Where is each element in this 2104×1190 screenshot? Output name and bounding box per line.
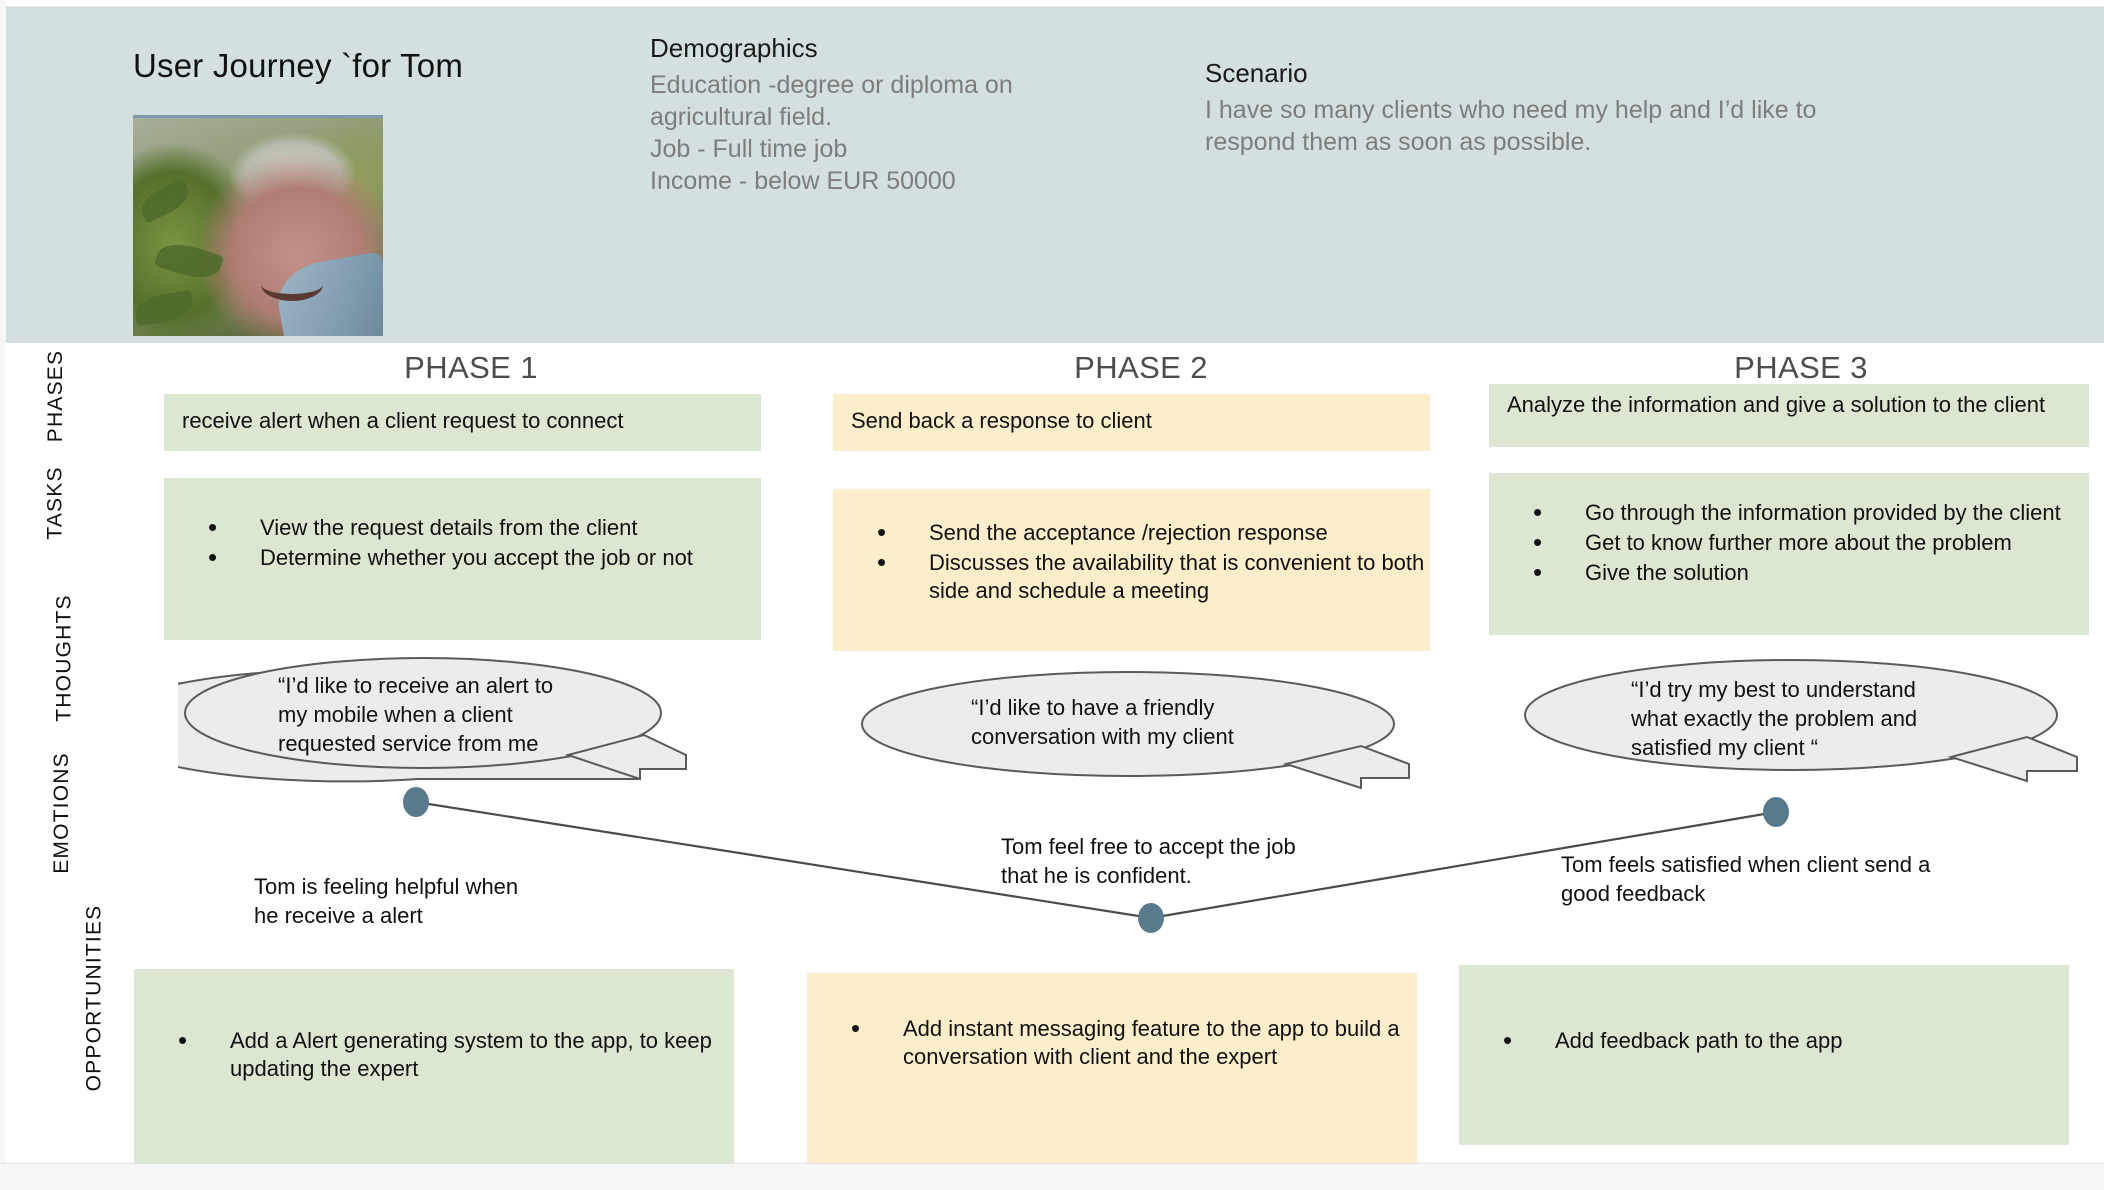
thought-bubble-2[interactable]: “I’d like to have a friendly conversatio… bbox=[856, 666, 1421, 789]
task-item: Determine whether you accept the job or … bbox=[164, 542, 761, 574]
tasks-list-1: View the request details from the client… bbox=[164, 512, 761, 574]
thought-line: “I’d try my best to understand bbox=[1631, 677, 1916, 702]
emotion-caption-line: that he is confident. bbox=[1001, 863, 1192, 889]
phase-title-1: PHASE 1 bbox=[404, 350, 538, 385]
emotion-point-phase-3 bbox=[1763, 797, 1789, 827]
task-item: Get to know further more about the probl… bbox=[1489, 527, 2089, 559]
demographics-line: Income - below EUR 50000 bbox=[650, 166, 956, 195]
demographics-heading: Demographics bbox=[650, 33, 818, 63]
persona-photo bbox=[133, 115, 383, 336]
thought-text-1: “I’d like to receive an alert to my mobi… bbox=[278, 671, 638, 758]
tasks-card-3[interactable]: Go through the information provided by t… bbox=[1489, 473, 2089, 635]
persona-header-band: User Journey `for Tom Demographics Educa… bbox=[0, 6, 2104, 344]
scenario-heading: Scenario bbox=[1205, 58, 1308, 88]
phase-summary-text-3: Analyze the information and give a solut… bbox=[1507, 392, 2046, 417]
thought-text-3: “I’d try my best to understand what exac… bbox=[1631, 675, 2021, 762]
emotion-curve bbox=[403, 787, 1789, 933]
thought-bubble-1[interactable]: “I’d like to receive an alert to my mobi… bbox=[178, 651, 698, 784]
opportunity-item: Add feedback path to the app bbox=[1459, 1025, 2069, 1057]
thought-line: requested service from me bbox=[278, 731, 539, 757]
smile-shape bbox=[261, 268, 323, 301]
emotion-caption-line: Tom feel free to accept the job bbox=[1001, 834, 1296, 859]
opportunity-item: Add a Alert generating system to the app… bbox=[134, 1025, 734, 1083]
thought-line: what exactly the problem and bbox=[1631, 706, 1918, 732]
opportunities-card-3[interactable]: Add feedback path to the app bbox=[1459, 965, 2069, 1145]
scenario-block: Scenario I have so many clients who need… bbox=[1205, 57, 1905, 158]
opportunities-list-2: Add instant messaging feature to the app… bbox=[807, 1013, 1417, 1071]
phase-summary-text-1: receive alert when a client request to c… bbox=[182, 408, 624, 433]
demographics-line: Job - Full time job bbox=[650, 134, 848, 163]
thought-bubble-3[interactable]: “I’d try my best to understand what exac… bbox=[1519, 653, 2089, 786]
opportunities-list-3: Add feedback path to the app bbox=[1459, 1025, 2069, 1057]
thought-line: my mobile when a client bbox=[278, 702, 513, 728]
emotion-caption-line: good feedback bbox=[1561, 881, 1706, 907]
thought-line: “I’d like to have a friendly bbox=[971, 695, 1215, 720]
opportunities-card-2[interactable]: Add instant messaging feature to the app… bbox=[807, 973, 1417, 1171]
tasks-card-1[interactable]: View the request details from the client… bbox=[164, 478, 761, 640]
thought-bubble-shape bbox=[178, 657, 687, 783]
emotion-caption-line: he receive a alert bbox=[254, 903, 423, 929]
phase-title-3: PHASE 3 bbox=[1734, 350, 1868, 385]
opportunities-list-1: Add a Alert generating system to the app… bbox=[134, 1025, 734, 1083]
thought-line: satisfied my client “ bbox=[1631, 735, 1819, 761]
tasks-list-2: Send the acceptance /rejection response … bbox=[833, 517, 1430, 605]
phase-summary-text-2: Send back a response to client bbox=[851, 408, 1152, 433]
tasks-card-2[interactable]: Send the acceptance /rejection response … bbox=[833, 489, 1430, 651]
phase-title-2: PHASE 2 bbox=[1074, 350, 1208, 385]
demographics-line: agricultural field. bbox=[650, 102, 833, 131]
thought-text-2: “I’d like to have a friendly conversatio… bbox=[971, 693, 1351, 751]
thought-bubble-shape bbox=[861, 671, 1410, 789]
emotion-caption-line: Tom is feeling helpful when bbox=[254, 874, 519, 899]
thought-line: “I’d like to receive an alert to bbox=[278, 673, 554, 698]
emotion-caption-1: Tom is feeling helpful when he receive a… bbox=[254, 872, 674, 930]
scenario-line: respond them as soon as possible. bbox=[1205, 127, 1592, 156]
tasks-list-3: Go through the information provided by t… bbox=[1489, 497, 2089, 589]
emotion-caption-2: Tom feel free to accept the job that he … bbox=[1001, 832, 1421, 890]
task-item: Send the acceptance /rejection response bbox=[833, 517, 1430, 549]
page-bottom-edge bbox=[0, 1163, 2104, 1190]
task-item: Give the solution bbox=[1489, 557, 2089, 589]
task-item: Discusses the availability that is conve… bbox=[833, 547, 1430, 605]
page-left-edge bbox=[0, 0, 6, 1163]
emotion-point-phase-1 bbox=[403, 787, 429, 817]
thought-bubble-shape bbox=[1524, 659, 2078, 783]
thought-line: conversation with my client bbox=[971, 724, 1234, 750]
emotion-point-phase-2 bbox=[1138, 903, 1164, 933]
phase-summary-card-2[interactable]: Send back a response to client bbox=[833, 394, 1430, 451]
phase-summary-card-3[interactable]: Analyze the information and give a solut… bbox=[1489, 384, 2089, 447]
demographics-line: Education -degree or diploma on bbox=[650, 70, 1013, 99]
scenario-line: I have so many clients who need my help … bbox=[1205, 95, 1817, 124]
opportunities-card-1[interactable]: Add a Alert generating system to the app… bbox=[134, 969, 734, 1167]
opportunity-item: Add instant messaging feature to the app… bbox=[807, 1013, 1417, 1071]
task-item: Go through the information provided by t… bbox=[1489, 497, 2089, 529]
emotion-caption-3: Tom feels satisfied when client send a g… bbox=[1561, 850, 2041, 908]
demographics-block: Demographics Education -degree or diplom… bbox=[650, 32, 1120, 197]
page-title: User Journey `for Tom bbox=[133, 47, 464, 84]
phase-summary-card-1[interactable]: receive alert when a client request to c… bbox=[164, 394, 761, 451]
journey-grid: PHASES TASKS THOUGHTS EMOTIONS OPPORTUNI… bbox=[0, 343, 2104, 1171]
emotion-caption-line: Tom feels satisfied when client send a bbox=[1561, 852, 1931, 877]
task-item: View the request details from the client bbox=[164, 512, 761, 544]
